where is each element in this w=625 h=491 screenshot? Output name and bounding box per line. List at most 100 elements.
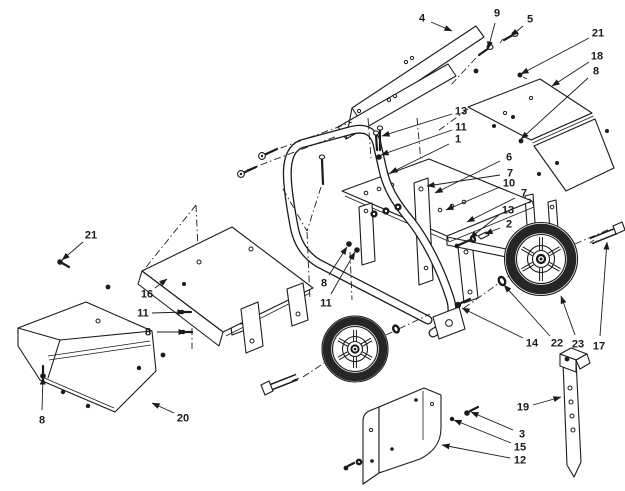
front-wheel bbox=[321, 315, 389, 383]
callout-15: 15 bbox=[453, 419, 526, 454]
callout-19: 19 bbox=[517, 396, 562, 414]
right-shield-panel bbox=[467, 78, 615, 192]
callout-label: 12 bbox=[514, 455, 526, 467]
callout-22: 22 bbox=[503, 284, 563, 350]
left-fender-panel bbox=[17, 301, 157, 413]
callout-7: 7 bbox=[466, 188, 527, 223]
hex-bolt bbox=[258, 147, 279, 160]
callout-label: 21 bbox=[592, 28, 604, 40]
leader-line bbox=[154, 278, 168, 289]
leader-line bbox=[461, 307, 524, 339]
leader-line bbox=[520, 77, 589, 140]
callout-8: 8 bbox=[321, 246, 348, 290]
callout-label: 3 bbox=[519, 429, 525, 441]
leader-line bbox=[434, 160, 501, 194]
callout-8: 8 bbox=[145, 327, 187, 339]
callout-label: 10 bbox=[503, 178, 515, 190]
callout-label: 14 bbox=[526, 338, 539, 350]
callout-21: 21 bbox=[520, 28, 604, 75]
callout-5: 5 bbox=[510, 14, 533, 37]
front-axle-bolt bbox=[260, 373, 300, 396]
callout-11: 11 bbox=[320, 251, 356, 310]
leader-line bbox=[426, 174, 501, 188]
callout-label: 18 bbox=[591, 51, 603, 63]
callout-label: 1 bbox=[455, 134, 461, 146]
callout-13: 13 bbox=[381, 106, 467, 137]
leader-line bbox=[503, 284, 551, 337]
callout-8: 8 bbox=[39, 376, 46, 427]
leader-line bbox=[466, 197, 516, 223]
construction-lines bbox=[142, 57, 611, 378]
rear-axle-bolt bbox=[589, 221, 625, 245]
leader-line bbox=[445, 186, 501, 211]
leader-line bbox=[469, 214, 500, 239]
callout-14: 14 bbox=[461, 307, 539, 350]
leader-line bbox=[470, 411, 514, 431]
callout-label: 11 bbox=[320, 298, 332, 310]
callout-2: 2 bbox=[484, 219, 512, 235]
callout-label: 2 bbox=[506, 219, 512, 231]
bottom-guard-panel bbox=[362, 387, 442, 485]
callout-label: 23 bbox=[572, 339, 584, 351]
callout-7: 7 bbox=[426, 168, 513, 188]
callout-18: 18 bbox=[551, 51, 603, 87]
callout-1: 1 bbox=[389, 134, 461, 174]
leader-line bbox=[151, 309, 186, 316]
callout-label: 20 bbox=[177, 413, 189, 425]
leader-line bbox=[430, 21, 453, 32]
callout-11: 11 bbox=[137, 308, 186, 320]
callout-label: 13 bbox=[455, 106, 467, 118]
leader-line bbox=[487, 22, 496, 50]
callout-label: 8 bbox=[39, 415, 45, 427]
callout-3: 3 bbox=[470, 411, 525, 441]
leader-line bbox=[560, 295, 576, 336]
callout-label: 11 bbox=[455, 122, 467, 134]
callout-label: 8 bbox=[593, 66, 599, 78]
callout-label: 6 bbox=[506, 152, 512, 164]
leader-line bbox=[532, 396, 562, 406]
callout-label: 4 bbox=[419, 13, 426, 25]
leader-line bbox=[551, 61, 590, 87]
leader-line bbox=[599, 241, 610, 337]
callout-label: 13 bbox=[502, 205, 514, 217]
leader-line bbox=[381, 113, 453, 137]
leader-line bbox=[380, 129, 453, 156]
callout-label: 19 bbox=[517, 402, 529, 414]
callout-label: 7 bbox=[521, 188, 527, 200]
leader-line bbox=[389, 143, 450, 174]
callout-label: 17 bbox=[593, 341, 605, 353]
rear-wheel bbox=[503, 221, 579, 297]
callout-4: 4 bbox=[419, 13, 453, 32]
callout-13: 13 bbox=[469, 205, 514, 239]
callout-label: 8 bbox=[321, 278, 327, 290]
callout-label: 9 bbox=[494, 8, 500, 20]
leader-line bbox=[520, 37, 590, 75]
leader-line bbox=[453, 419, 512, 444]
callout-23: 23 bbox=[560, 295, 584, 351]
leader-line bbox=[151, 402, 175, 414]
handle-frame-weldment bbox=[227, 124, 466, 340]
hex-bolt bbox=[237, 165, 258, 178]
callout-21: 21 bbox=[61, 230, 97, 261]
leader-line bbox=[39, 376, 46, 411]
callout-label: 16 bbox=[141, 289, 153, 301]
callout-17: 17 bbox=[593, 241, 610, 353]
callout-12: 12 bbox=[441, 443, 526, 467]
callout-20: 20 bbox=[151, 402, 189, 425]
callout-label: 15 bbox=[514, 442, 526, 454]
callout-8: 8 bbox=[520, 66, 599, 140]
callout-label: 21 bbox=[85, 230, 97, 242]
callout-11: 11 bbox=[380, 122, 467, 156]
callout-label: 22 bbox=[551, 338, 563, 350]
leader-line bbox=[510, 25, 524, 37]
callout-label: 5 bbox=[527, 14, 533, 26]
callout-label: 8 bbox=[145, 327, 151, 339]
drag-stake bbox=[559, 347, 591, 478]
leader-line bbox=[330, 251, 356, 295]
callout-6: 6 bbox=[434, 152, 512, 194]
leader-line bbox=[441, 443, 511, 459]
left-shield-panel bbox=[137, 226, 314, 354]
leader-line bbox=[328, 246, 348, 276]
